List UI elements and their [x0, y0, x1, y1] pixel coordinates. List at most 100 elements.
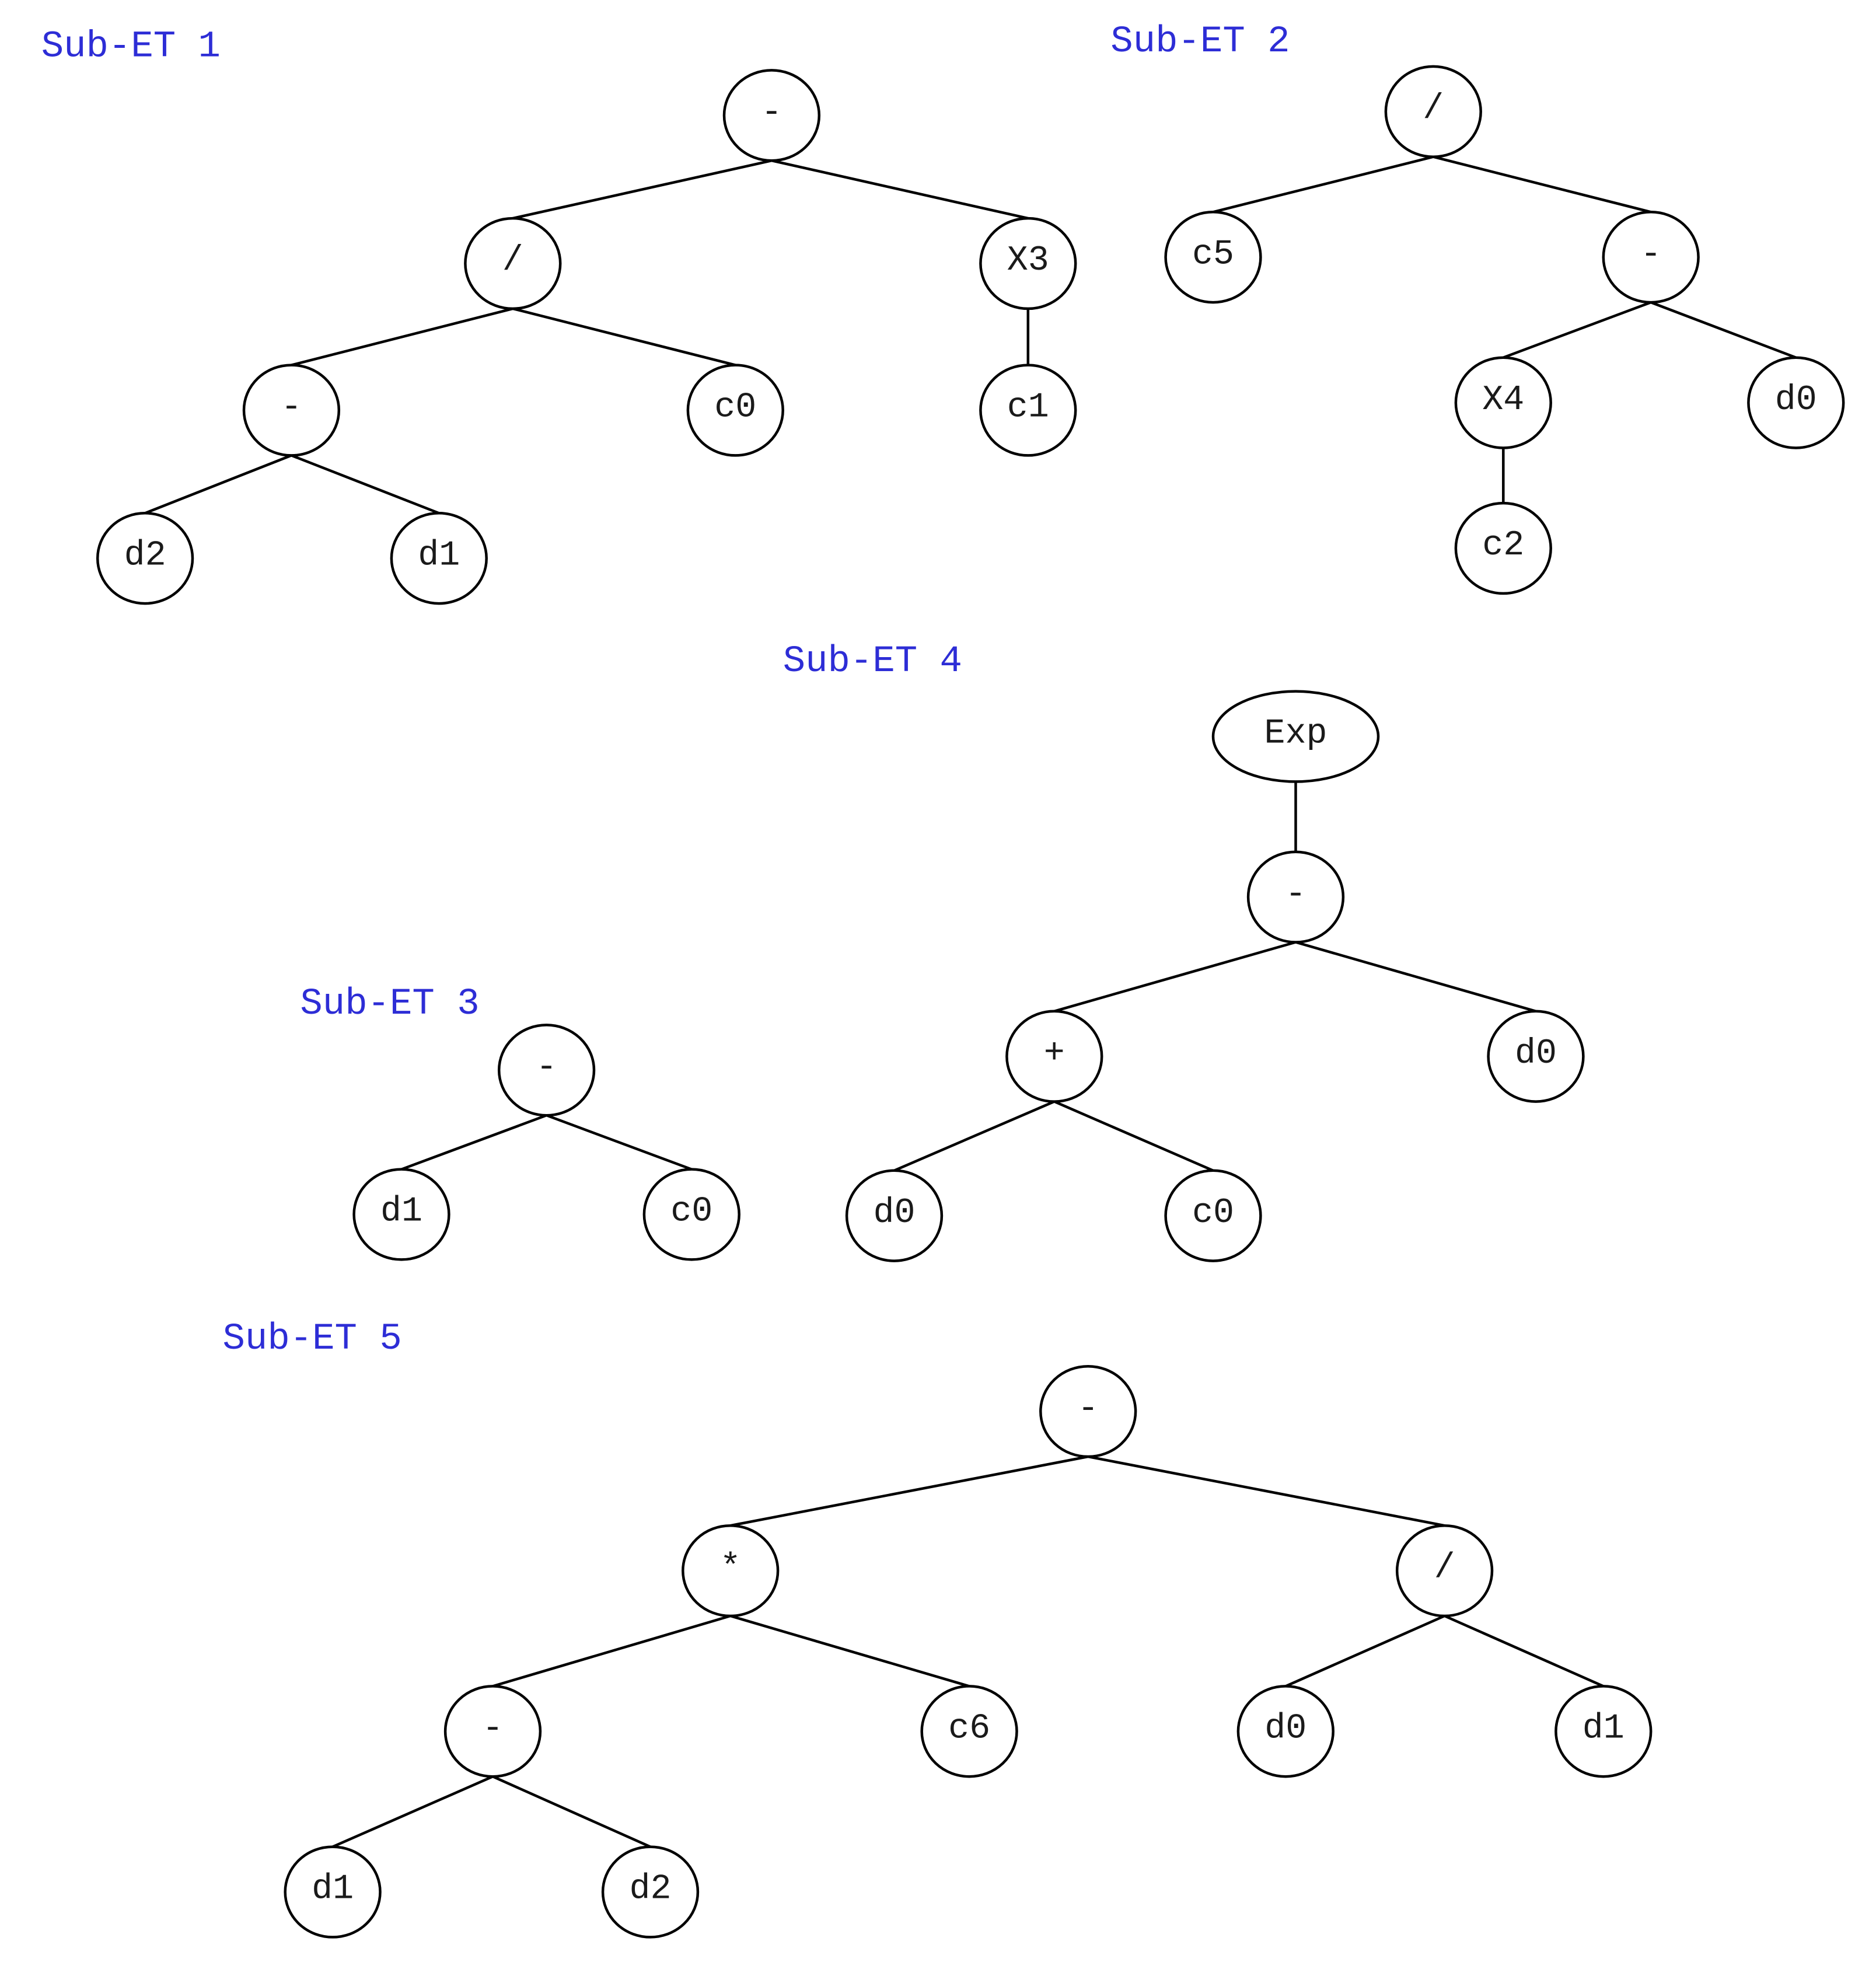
edge-t5n1-t5n3 [492, 1614, 731, 1688]
tree-title-5: Sub-ET 5 [223, 1318, 402, 1360]
tree-node: c2 [1454, 501, 1552, 595]
tree-node: d1 [1554, 1685, 1653, 1778]
node-ellipse [642, 1168, 740, 1261]
node-label: - [1285, 875, 1306, 914]
node-label: X3 [1007, 241, 1049, 281]
edge-t2n0-t2n2 [1433, 155, 1651, 214]
node-ellipse [979, 364, 1077, 457]
node-label: d1 [418, 536, 460, 575]
edge-t2n2-t2n3 [1503, 301, 1651, 359]
node-label: d1 [380, 1192, 422, 1232]
tree-node: c1 [979, 364, 1077, 457]
node-ellipse [464, 217, 562, 310]
edge-t1n1-t1n3 [291, 307, 513, 366]
tree-title-1: Sub-ET 1 [41, 26, 221, 68]
edge-t1n3-t1n7 [291, 454, 440, 515]
node-ellipse [1005, 1010, 1103, 1103]
node-label: - [1640, 235, 1661, 274]
tree-node: d0 [845, 1169, 944, 1262]
tree-title-2: Sub-ET 2 [1110, 21, 1290, 63]
node-label: d0 [1515, 1034, 1557, 1074]
node-ellipse [1236, 1685, 1334, 1778]
tree-node: d0 [1747, 356, 1845, 449]
node-label: c5 [1192, 235, 1234, 274]
tree-node: - [722, 69, 821, 162]
node-ellipse [497, 1024, 596, 1117]
node-ellipse [845, 1169, 944, 1262]
node-label: d2 [124, 536, 166, 575]
node-ellipse [1211, 690, 1380, 783]
node-label: c2 [1482, 526, 1524, 565]
edge-t4n1-t4n2 [1054, 941, 1297, 1013]
edge-t3n0-t3n2 [546, 1114, 693, 1171]
node-label: c0 [670, 1192, 712, 1232]
node-ellipse [1039, 1364, 1137, 1458]
tree-node: - [1039, 1364, 1137, 1458]
edge-t1n0-t1n1 [512, 159, 772, 220]
node-ellipse [686, 364, 784, 457]
node-ellipse [443, 1685, 542, 1778]
tree-node: c0 [686, 364, 784, 457]
edges-layer [144, 155, 1797, 1848]
node-label: d0 [1775, 380, 1817, 420]
node-label: - [1078, 1389, 1099, 1429]
node-ellipse [682, 1524, 780, 1618]
edge-t5n0-t5n1 [730, 1455, 1089, 1527]
node-label: d0 [873, 1193, 915, 1233]
edge-t2n2-t2n4 [1650, 301, 1797, 359]
tree-node: d1 [352, 1168, 450, 1261]
edge-t3n0-t3n1 [401, 1114, 547, 1171]
node-ellipse [979, 217, 1077, 310]
node-label: - [761, 93, 782, 133]
node-label: / [1423, 89, 1444, 129]
tree-node: - [242, 364, 341, 457]
edge-t4n1-t4n3 [1295, 941, 1536, 1013]
tree-node: d0 [1487, 1010, 1585, 1103]
node-ellipse [1164, 1169, 1262, 1262]
tree-node: c0 [1164, 1169, 1262, 1262]
tree-node: d1 [284, 1845, 382, 1939]
edge-t5n3-t5n7 [332, 1775, 494, 1848]
tree-node: - [1246, 850, 1345, 944]
node-label: Exp [1264, 714, 1327, 754]
node-ellipse [1384, 65, 1482, 158]
edge-t5n0-t5n2 [1088, 1455, 1445, 1527]
node-ellipse [920, 1685, 1018, 1778]
node-label: d0 [1264, 1709, 1306, 1749]
node-ellipse [1747, 356, 1845, 449]
node-label: X4 [1482, 380, 1524, 420]
tree-node: d1 [390, 512, 488, 605]
node-label: d1 [312, 1870, 354, 1909]
tree-node: - [1602, 211, 1700, 304]
node-ellipse [284, 1845, 382, 1939]
node-label: / [1434, 1548, 1455, 1588]
node-ellipse [1246, 850, 1345, 944]
node-label: d2 [629, 1870, 671, 1909]
edge-t5n1-t5n4 [730, 1614, 970, 1688]
tree-node: + [1005, 1010, 1103, 1103]
edge-t5n2-t5n6 [1444, 1614, 1604, 1688]
node-ellipse [1395, 1524, 1494, 1618]
node-label: * [720, 1548, 741, 1588]
edge-t2n0-t2n1 [1213, 155, 1434, 214]
node-label: - [281, 388, 302, 428]
tree-node: - [497, 1024, 596, 1117]
node-ellipse [1164, 211, 1262, 304]
edge-t1n0-t1n2 [771, 159, 1029, 220]
node-label: / [502, 241, 523, 281]
tree-node: d2 [96, 512, 194, 605]
node-label: c1 [1007, 388, 1049, 428]
node-label: c0 [1192, 1193, 1234, 1233]
edge-t5n2-t5n5 [1285, 1614, 1445, 1688]
edge-t4n2-t4n5 [1053, 1100, 1214, 1172]
tree-node: / [464, 217, 562, 310]
tree-node: Exp [1211, 690, 1380, 783]
node-ellipse [1487, 1010, 1585, 1103]
edge-t1n1-t1n4 [512, 307, 736, 366]
node-label: d1 [1582, 1709, 1625, 1749]
tree-node: X3 [979, 217, 1077, 310]
node-label: - [536, 1048, 557, 1088]
